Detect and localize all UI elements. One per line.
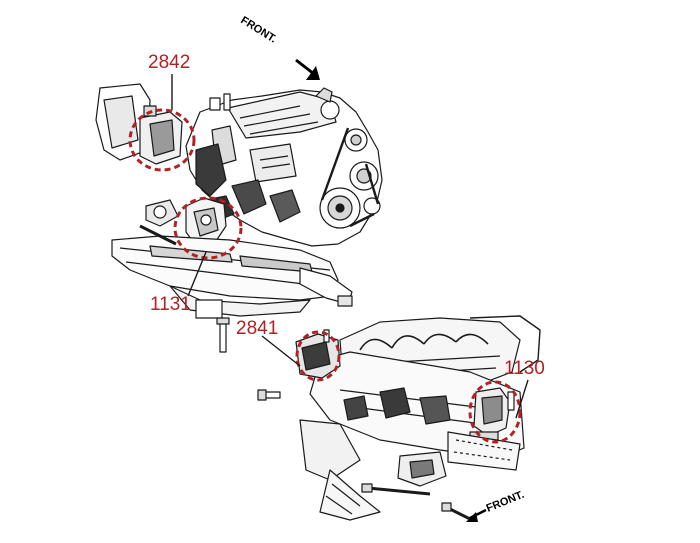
part-label-2841: 2841 [236,318,278,339]
arrow-left-icon [466,508,487,522]
front-label-bottom: FRONT. [485,489,526,515]
lower-engine-assembly [257,315,541,522]
callout-circle-2841 [295,330,341,382]
leader-line-1130 [515,379,529,419]
front-label-top: FRONT. [238,14,278,45]
part-label-1131: 1131 [150,294,191,315]
arrow-down-right-icon [295,58,320,80]
leader-line-2841 [261,335,301,367]
callout-circles [128,108,522,444]
part-label-2842: 2842 [148,52,190,73]
leader-lines [171,74,529,419]
callout-circle-1130 [468,380,522,444]
part-label-1130: 1130 [504,358,545,379]
callout-circle-1131 [173,196,243,260]
leader-line-1131 [187,251,207,297]
callout-circle-2842 [128,108,196,172]
upper-engine-assembly [95,83,383,353]
